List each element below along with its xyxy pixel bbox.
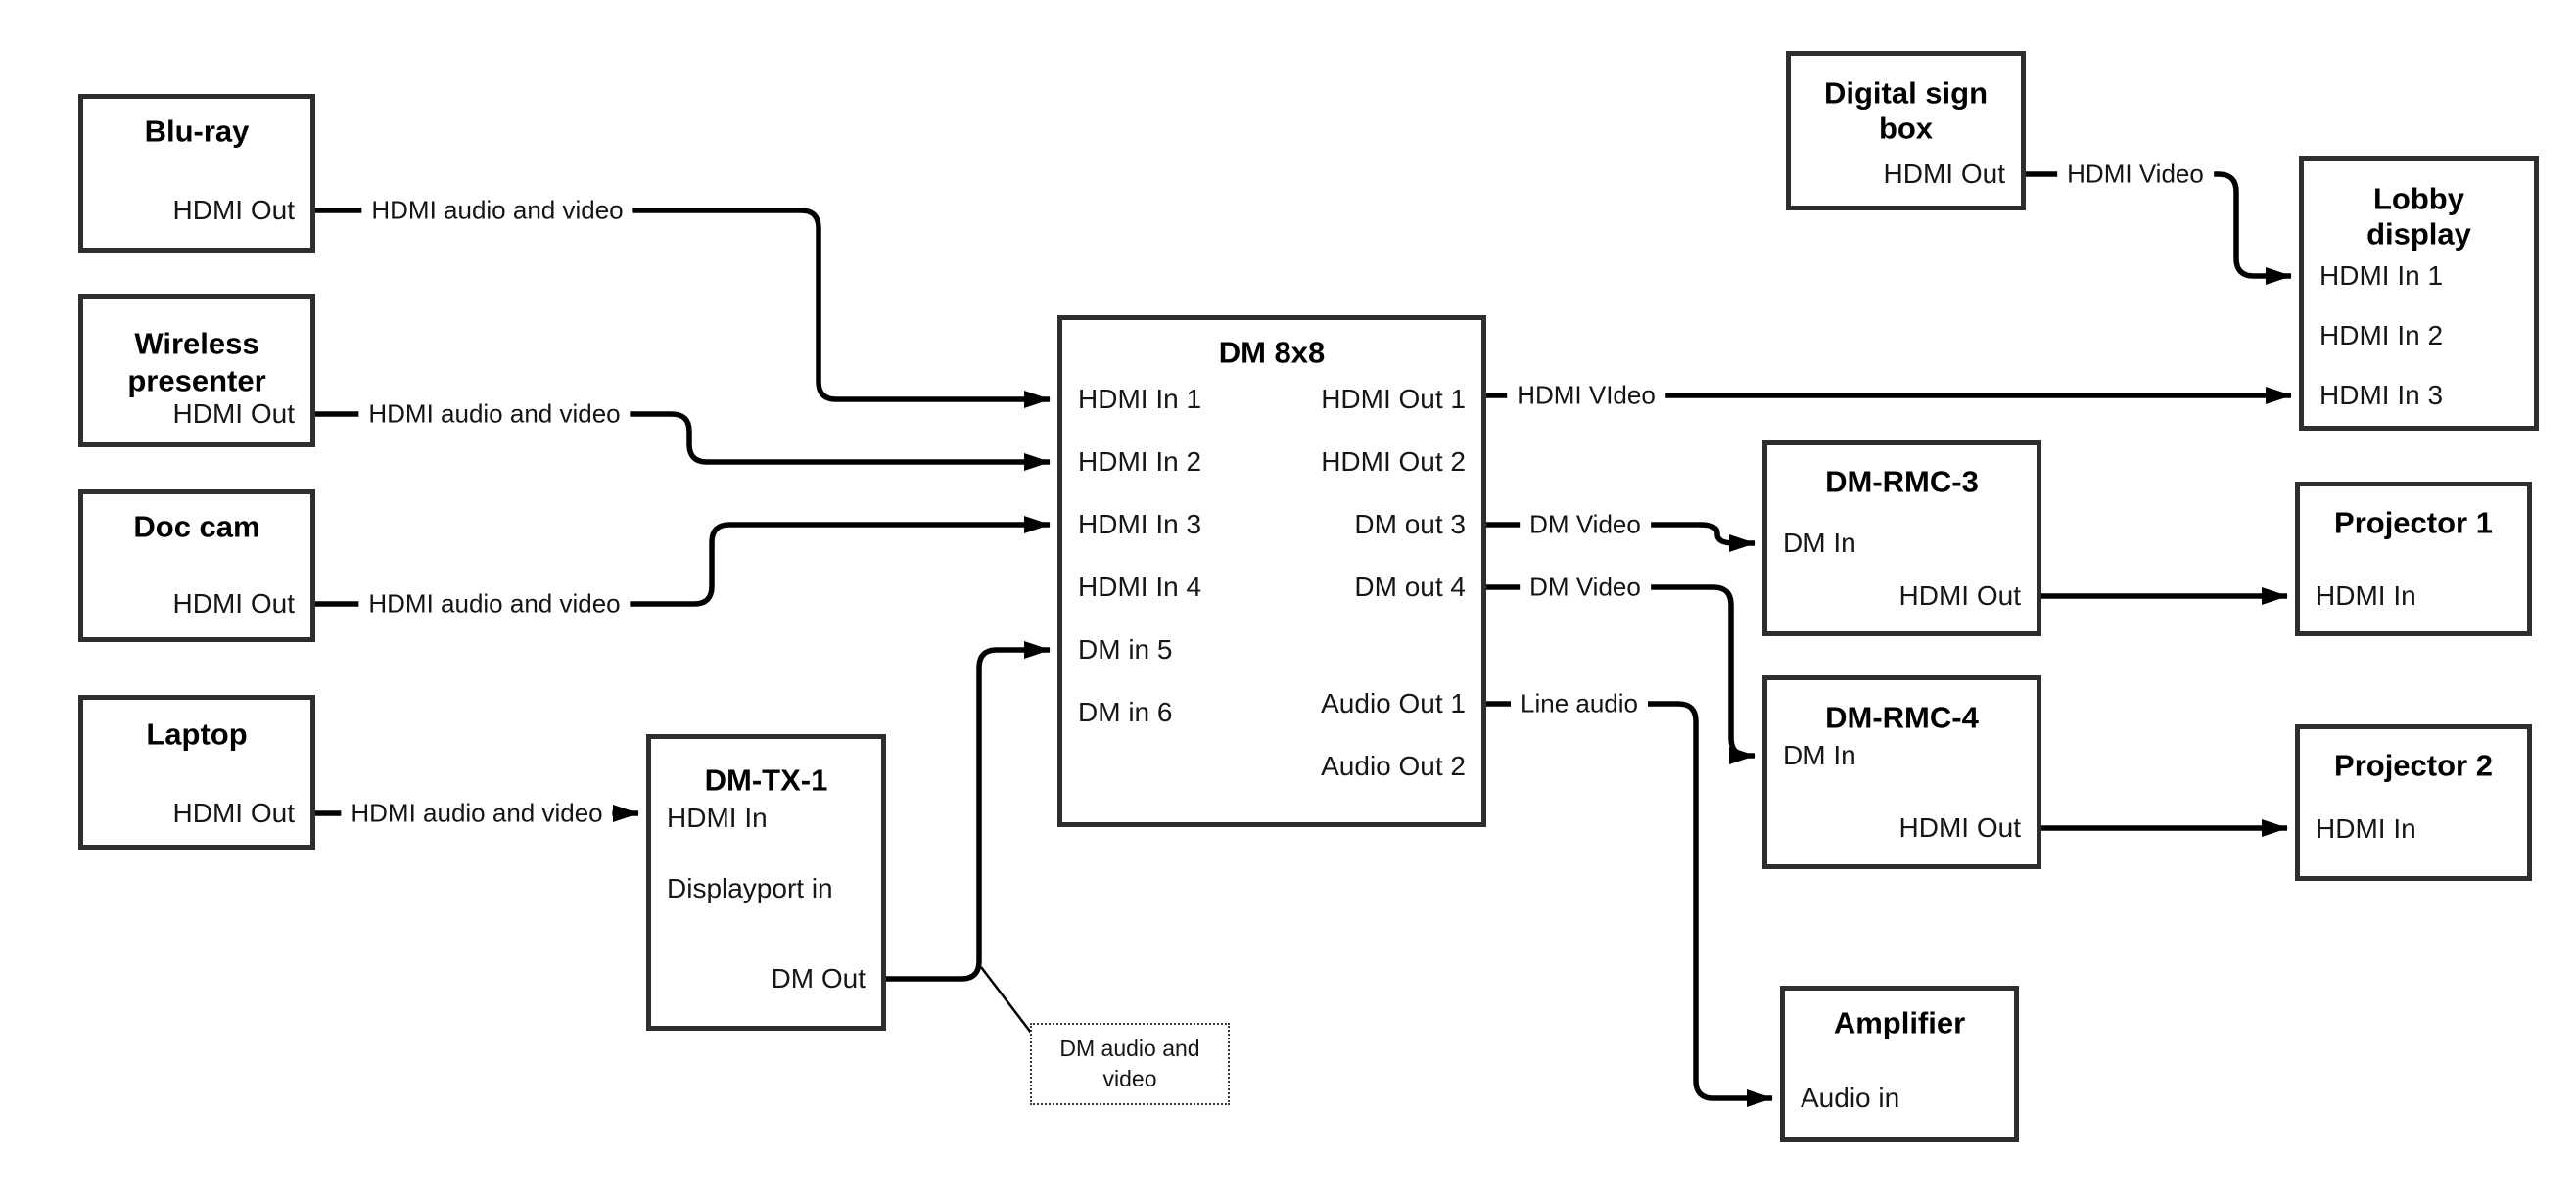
port-projector2-hdmi-in: HDMI In xyxy=(2316,813,2416,844)
port-dm8x8-dm-out-4: DM out 4 xyxy=(1354,572,1466,602)
node-digital-sign-box: Digital sign box HDMI Out xyxy=(1786,51,2026,210)
node-laptop-title: Laptop xyxy=(146,716,248,752)
note-dm-audio-and-video: DM audio and video xyxy=(1030,1023,1230,1105)
port-dm8x8-hdmi-in-1: HDMI In 1 xyxy=(1078,384,1202,414)
port-doccam-hdmi-out: HDMI Out xyxy=(172,588,295,619)
port-dm8x8-hdmi-out-2: HDMI Out 2 xyxy=(1321,446,1466,477)
node-dm-rmc-4: DM-RMC-4 DM In HDMI Out xyxy=(1762,675,2041,869)
port-laptop-hdmi-out: HDMI Out xyxy=(172,798,295,828)
port-dmtx1-dm-out: DM Out xyxy=(771,963,866,993)
port-wireless-hdmi-out: HDMI Out xyxy=(172,398,295,429)
node-dm-tx-1: DM-TX-1 HDMI In Displayport in DM Out xyxy=(646,734,886,1031)
node-projector-2-title: Projector 2 xyxy=(2334,748,2493,783)
node-lobby-title-line1: Lobby xyxy=(2373,181,2464,216)
node-dm-rmc-4-title: DM-RMC-4 xyxy=(1825,700,1979,735)
port-dm8x8-hdmi-in-3: HDMI In 3 xyxy=(1078,509,1202,539)
edge-label-bluray: HDMI audio and video xyxy=(361,194,633,227)
node-wireless-presenter: Wireless presenter HDMI Out xyxy=(78,294,315,447)
edge-label-dm-video-4: DM Video xyxy=(1520,571,1651,604)
node-doc-cam: Doc cam HDMI Out xyxy=(78,489,315,642)
node-dm-rmc-3: DM-RMC-3 DM In HDMI Out xyxy=(1762,440,2041,636)
port-digitalsign-hdmi-out: HDMI Out xyxy=(1883,159,2005,189)
node-wireless-title-line1: Wireless xyxy=(134,326,259,361)
edge-label-laptop: HDMI audio and video xyxy=(341,797,613,830)
port-rmc4-dm-in: DM In xyxy=(1783,740,1856,770)
port-dm8x8-audio-out-2: Audio Out 2 xyxy=(1321,751,1466,781)
node-blu-ray: Blu-ray HDMI Out xyxy=(78,94,315,253)
edge-label-wireless: HDMI audio and video xyxy=(358,397,631,431)
edge-label-dm-video-3: DM Video xyxy=(1520,508,1651,541)
node-amplifier-title: Amplifier xyxy=(1833,1005,1966,1040)
port-dm8x8-hdmi-out-1: HDMI Out 1 xyxy=(1321,384,1466,414)
edge-label-line-audio: Line audio xyxy=(1511,687,1648,720)
port-dm8x8-dm-in-5: DM in 5 xyxy=(1078,634,1173,665)
node-dm-tx-1-title: DM-TX-1 xyxy=(704,762,828,798)
port-bluray-hdmi-out: HDMI Out xyxy=(172,195,295,225)
edge-label-hdmi-video-out1: HDMI VIdeo xyxy=(1507,379,1665,412)
port-dm8x8-dm-in-6: DM in 6 xyxy=(1078,697,1173,727)
port-rmc3-dm-in: DM In xyxy=(1783,528,1856,558)
edge-wireless-to-dm8x8-in2 xyxy=(315,411,1051,471)
port-lobby-hdmi-in-2: HDMI In 2 xyxy=(2319,320,2444,350)
node-projector-1-title: Projector 1 xyxy=(2334,505,2493,540)
port-dm8x8-audio-out-1: Audio Out 1 xyxy=(1321,688,1466,718)
node-dm-8x8: DM 8x8 HDMI In 1 HDMI In 2 HDMI In 3 HDM… xyxy=(1057,315,1486,827)
port-dm8x8-dm-out-3: DM out 3 xyxy=(1354,509,1466,539)
port-dmtx1-hdmi-in: HDMI In xyxy=(667,803,768,833)
node-digital-sign-title-line2: box xyxy=(1878,111,1934,146)
port-rmc4-hdmi-out: HDMI Out xyxy=(1898,812,2021,843)
edge-doccam-to-dm8x8-in3 xyxy=(315,516,1051,607)
edge-label-doccam: HDMI audio and video xyxy=(358,587,631,621)
node-projector-1: Projector 1 HDMI In xyxy=(2295,482,2532,636)
node-dm-rmc-3-title: DM-RMC-3 xyxy=(1825,464,1979,499)
edge-dm8x8-out3-to-rmc3 xyxy=(1486,522,1756,552)
edge-digitalsign-to-lobby-in1 xyxy=(2026,171,2292,285)
node-amplifier: Amplifier Audio in xyxy=(1780,986,2019,1142)
node-lobby-title-line2: display xyxy=(2366,216,2471,252)
node-lobby-display: Lobby display HDMI In 1 HDMI In 2 HDMI I… xyxy=(2299,156,2539,431)
note-line2: video xyxy=(1102,1066,1157,1091)
edge-dmtx1-to-dm8x8-in5 xyxy=(886,641,1051,982)
port-amplifier-audio-in: Audio in xyxy=(1801,1083,1900,1113)
edge-dm8x8-audio1-to-amplifier xyxy=(1486,701,1773,1107)
port-projector1-hdmi-in: HDMI In xyxy=(2316,580,2416,611)
port-dm8x8-hdmi-in-4: HDMI In 4 xyxy=(1078,572,1202,602)
node-wireless-title-line2: presenter xyxy=(127,363,266,398)
node-projector-2: Projector 2 HDMI In xyxy=(2295,724,2532,881)
port-dm8x8-hdmi-in-2: HDMI In 2 xyxy=(1078,446,1202,477)
edge-bluray-to-dm8x8-in1 xyxy=(315,208,1051,408)
node-doc-cam-title: Doc cam xyxy=(133,509,260,544)
port-dmtx1-displayport-in: Displayport in xyxy=(667,873,833,903)
port-rmc3-hdmi-out: HDMI Out xyxy=(1898,580,2021,611)
node-dm-8x8-title: DM 8x8 xyxy=(1218,335,1326,370)
edge-dm8x8-out4-to-rmc4 xyxy=(1486,584,1756,764)
node-digital-sign-title-line1: Digital sign xyxy=(1823,75,1989,111)
edge-label-hdmi-video-digitalsign: HDMI Video xyxy=(2057,158,2214,191)
node-blu-ray-title: Blu-ray xyxy=(144,114,250,149)
port-lobby-hdmi-in-3: HDMI In 3 xyxy=(2319,380,2444,410)
node-laptop: Laptop HDMI Out xyxy=(78,695,315,850)
port-lobby-hdmi-in-1: HDMI In 1 xyxy=(2319,260,2444,291)
note-line1: DM audio and xyxy=(1059,1035,1200,1061)
